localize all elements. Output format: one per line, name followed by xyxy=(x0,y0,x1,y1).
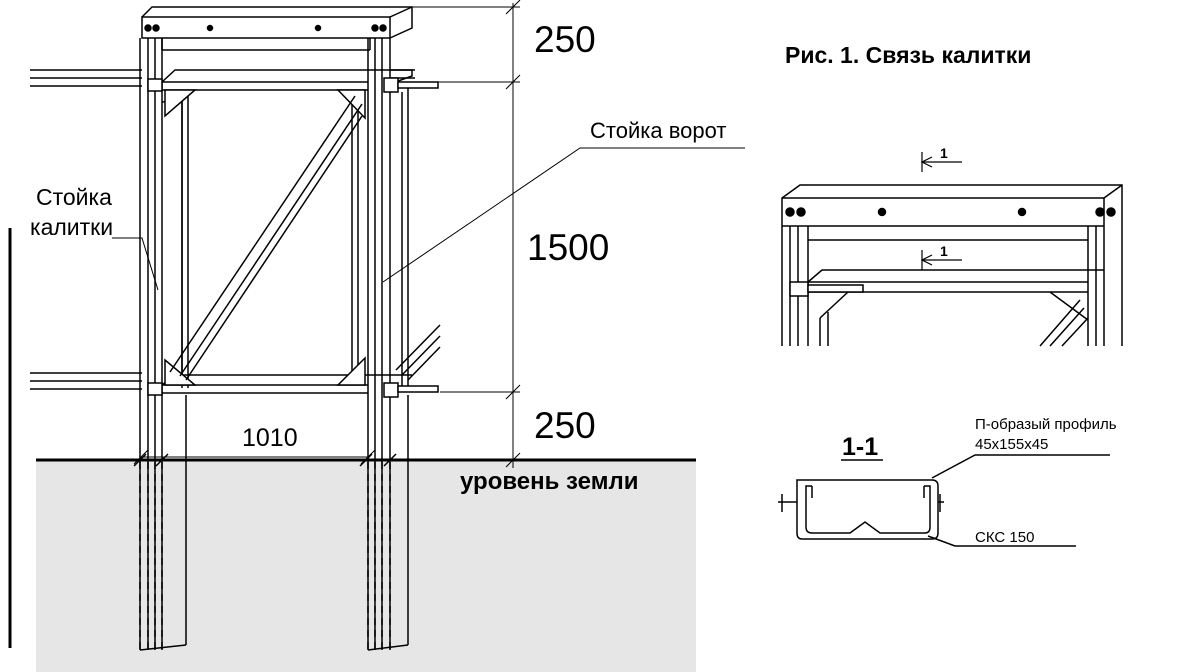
section-mark-top: 1 xyxy=(940,145,948,161)
clamp-label: СКС 150 xyxy=(975,529,1034,546)
top-beam xyxy=(141,16,391,39)
section-arrows xyxy=(920,152,962,270)
section-title: 1-1 xyxy=(842,433,878,461)
ground-level-label: уровень земли xyxy=(460,468,638,495)
ground-area xyxy=(36,461,696,672)
diagonal-brace xyxy=(169,95,356,373)
leader-lines xyxy=(112,147,745,291)
dimension-top: 250 xyxy=(534,19,596,60)
gate-structure xyxy=(30,6,441,651)
dimension-width: 1010 xyxy=(242,424,298,452)
section-mark-lower: 1 xyxy=(940,243,948,259)
dimension-lines xyxy=(133,0,521,468)
gate-post-label: Стойка ворот xyxy=(590,118,726,143)
wicket-post-label-line2: калитки xyxy=(30,214,113,240)
wicket-post-label-line1: Стойка xyxy=(36,184,112,210)
dimension-middle: 1500 xyxy=(527,227,609,268)
hinge-bottom-left xyxy=(147,382,163,396)
dimension-bottom: 250 xyxy=(534,405,596,446)
profile-cross-section xyxy=(778,454,1110,547)
hinge-top-left xyxy=(147,78,163,92)
detail-plan-view xyxy=(781,184,1123,347)
figure-title: Рис. 1. Связь калитки xyxy=(785,42,1031,68)
profile-label-line2: 45х155х45 xyxy=(975,436,1048,453)
profile-label-line1: П-образый профиль xyxy=(975,416,1117,433)
